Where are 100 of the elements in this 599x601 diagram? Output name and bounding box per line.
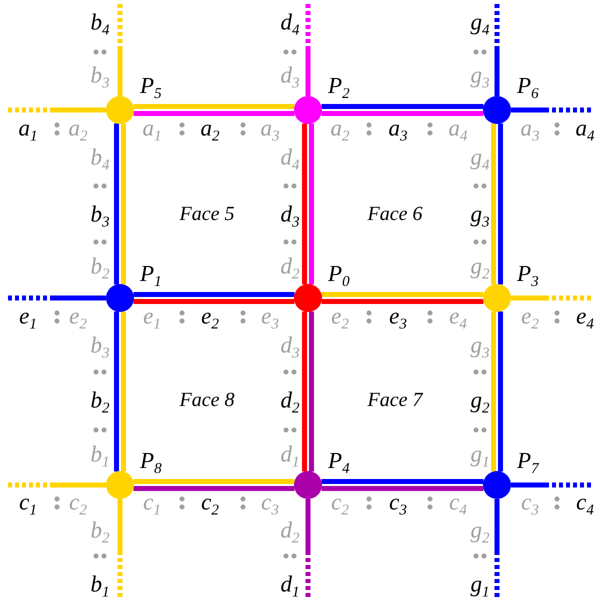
variable-label: b$_{2}$ xyxy=(90,388,110,412)
variable-label: d$_{2}$ xyxy=(280,254,300,278)
point-label: P$_{3}$ xyxy=(517,262,539,285)
grid-line xyxy=(134,299,294,304)
variable-label: e$_{2}$ xyxy=(69,304,87,328)
variable-label: e$_{1}$ xyxy=(19,304,37,328)
grid-line xyxy=(511,482,591,488)
variable-label: d$_{3}$ xyxy=(280,202,300,226)
grid-line xyxy=(134,486,294,491)
grid-line xyxy=(322,111,484,116)
face-label: Face 6 xyxy=(368,204,422,224)
variable-label: g$_{4}$ xyxy=(470,146,490,168)
variable-label: c$_{2}$ xyxy=(201,490,219,514)
variable-label: d$_{3}$ xyxy=(280,64,300,86)
variable-label: b$_{3}$ xyxy=(90,202,110,226)
face-label: Face 8 xyxy=(180,390,234,410)
point-label: P$_{8}$ xyxy=(140,449,162,472)
variable-label: e$_{1}$ xyxy=(143,304,161,328)
point-label: P$_{0}$ xyxy=(328,262,350,285)
variable-label: e$_{3}$ xyxy=(389,304,407,328)
grid-line xyxy=(134,104,294,109)
variable-label: e$_{4}$ xyxy=(449,304,467,328)
variable-label: g$_{2}$ xyxy=(470,518,490,542)
variable-label: c$_{2}$ xyxy=(69,490,87,514)
variable-label: a$_{3}$ xyxy=(520,116,540,140)
grid-line xyxy=(302,124,307,284)
variable-label: a$_{1}$ xyxy=(142,116,162,140)
grid-line xyxy=(491,124,496,284)
grid-line xyxy=(322,292,484,297)
variable-label: b$_{3}$ xyxy=(90,64,110,86)
variable-label: d$_{3}$ xyxy=(280,334,300,356)
variable-label: g$_{2}$ xyxy=(470,388,490,412)
variable-label: g$_{4}$ xyxy=(470,10,490,34)
variable-label: d$_{1}$ xyxy=(280,442,300,466)
grid-line xyxy=(134,479,294,484)
grid-line xyxy=(494,499,500,597)
grid-line xyxy=(491,312,496,472)
variable-label: d$_{4}$ xyxy=(280,10,300,34)
variable-label: a$_{3}$ xyxy=(388,116,408,140)
grid-line xyxy=(8,296,106,300)
variable-label: g$_{1}$ xyxy=(470,442,490,466)
grid-line xyxy=(498,312,503,472)
variable-label: b$_{3}$ xyxy=(90,334,110,356)
grid-line xyxy=(118,4,122,96)
variable-label: a$_{1}$ xyxy=(18,116,38,140)
variable-label: b$_{1}$ xyxy=(90,572,110,596)
face-label: Face 7 xyxy=(368,390,422,410)
variable-label: a$_{2}$ xyxy=(330,116,350,140)
variable-label: b$_{2}$ xyxy=(90,518,110,542)
variable-label: e$_{3}$ xyxy=(261,304,279,328)
variable-label: a$_{4}$ xyxy=(576,116,594,140)
grid-line xyxy=(114,312,119,472)
variable-label: c$_{4}$ xyxy=(576,490,594,514)
variable-label: e$_{2}$ xyxy=(201,304,219,328)
grid-line xyxy=(322,299,484,304)
variable-label: a$_{4}$ xyxy=(448,116,468,140)
variable-label: b$_{4}$ xyxy=(90,10,110,34)
variable-label: c$_{3}$ xyxy=(389,490,407,514)
variable-label: b$_{1}$ xyxy=(90,442,110,466)
variable-label: c$_{4}$ xyxy=(449,490,467,514)
grid-line xyxy=(118,499,122,597)
variable-label: c$_{2}$ xyxy=(331,490,349,514)
face-label: Face 5 xyxy=(180,204,234,224)
variable-label: g$_{2}$ xyxy=(470,254,490,278)
variable-label: a$_{2}$ xyxy=(200,116,220,140)
grid-line xyxy=(302,312,307,472)
grid-line xyxy=(8,482,106,488)
grid-line xyxy=(134,111,294,116)
variable-label: e$_{2}$ xyxy=(521,304,539,328)
grid-line xyxy=(494,4,500,96)
variable-label: a$_{2}$ xyxy=(68,116,88,140)
variable-label: b$_{4}$ xyxy=(90,146,110,168)
variable-label: d$_{4}$ xyxy=(280,146,300,168)
variable-label: g$_{1}$ xyxy=(470,572,490,596)
grid-line xyxy=(121,312,126,472)
grid-line xyxy=(322,104,484,109)
grid-line xyxy=(322,486,484,491)
variable-label: d$_{2}$ xyxy=(280,518,300,542)
variable-label: d$_{2}$ xyxy=(280,388,300,412)
variable-label: b$_{2}$ xyxy=(90,254,110,278)
grid-line xyxy=(134,292,294,297)
variable-label: g$_{3}$ xyxy=(470,64,490,86)
variable-label: c$_{3}$ xyxy=(521,490,539,514)
variable-label: e$_{4}$ xyxy=(576,304,594,328)
grid-line xyxy=(121,124,126,284)
variable-label: g$_{3}$ xyxy=(470,202,490,226)
grid-line xyxy=(309,124,314,284)
grid-line xyxy=(511,296,591,300)
grid-line xyxy=(306,499,310,597)
grid-line xyxy=(322,479,484,484)
variable-label: e$_{2}$ xyxy=(331,304,349,328)
point-label: P$_{5}$ xyxy=(140,74,162,97)
variable-label: g$_{3}$ xyxy=(470,334,490,356)
variable-label: c$_{3}$ xyxy=(261,490,279,514)
variable-label: a$_{3}$ xyxy=(260,116,280,140)
grid-line xyxy=(8,108,106,112)
grid-line xyxy=(114,124,119,284)
point-label: P$_{6}$ xyxy=(517,74,539,97)
variable-label: d$_{1}$ xyxy=(280,572,300,596)
grid-line xyxy=(309,312,314,472)
